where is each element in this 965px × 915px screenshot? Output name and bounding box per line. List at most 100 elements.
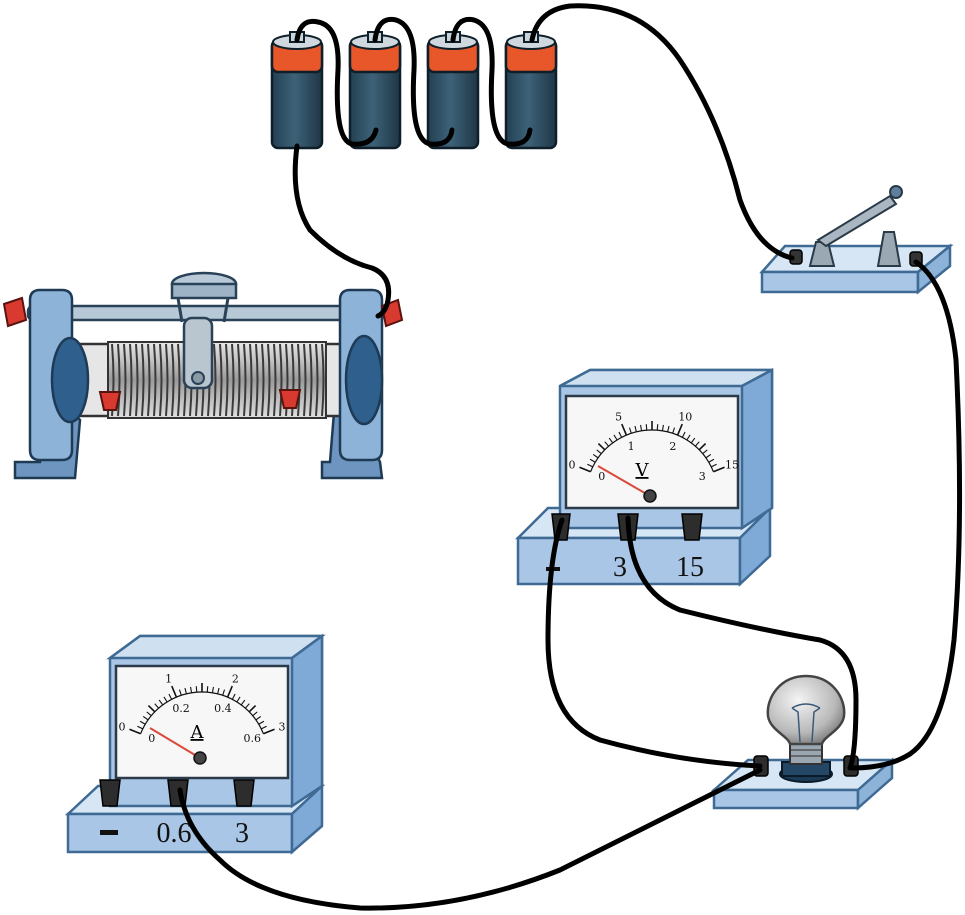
voltmeter-scale-inner-label: 2 — [669, 440, 676, 453]
battery-pack — [270, 31, 558, 150]
ammeter-scale-tick — [146, 711, 152, 717]
ammeter-scale-tick — [226, 685, 233, 698]
ammeter-terminal-negative[interactable] — [99, 779, 121, 807]
ammeter-scale-tick — [222, 689, 226, 696]
wire-battery-3-4 — [450, 16, 533, 147]
ammeter-terminal-3[interactable] — [233, 779, 255, 807]
ammeter-scale-tick — [248, 704, 257, 713]
voltmeter-scale-outer-label: 5 — [615, 411, 622, 424]
voltmeter-scale-tick — [589, 458, 596, 463]
ammeter-scale-tick — [217, 687, 220, 695]
wire-voltmeter-to-lamp-right — [625, 515, 859, 771]
ammeter-scale-tick — [147, 704, 156, 713]
voltmeter-scale-tick — [628, 427, 632, 434]
voltmeter-scale-tick — [705, 453, 712, 459]
battery-cell-1 — [270, 31, 324, 150]
rheostat-terminal-left-bottom[interactable] — [98, 391, 122, 411]
ammeter-scale-outer-label: 3 — [278, 720, 285, 733]
voltmeter-scale-tick — [686, 434, 691, 441]
ammeter-scale-tick — [244, 703, 250, 709]
voltmeter-scale-tick — [596, 449, 602, 455]
ammeter-scale-tick — [263, 728, 275, 735]
wire-switch-to-lamp — [849, 259, 963, 771]
ammeter-scale-tick — [260, 725, 267, 730]
voltmeter-scale-tick — [710, 463, 717, 468]
ammeter-scale-inner-label: 0.2 — [172, 702, 190, 715]
rheostat-terminal-right-bottom[interactable] — [278, 389, 302, 409]
voltmeter-scale-tick — [690, 437, 696, 444]
voltmeter-scale-tick — [698, 442, 707, 451]
voltmeter-scale-inner-label: 3 — [699, 470, 706, 483]
ammeter-scale-tick — [190, 686, 193, 693]
ammeter-label-0.6: 0.6 — [157, 818, 192, 849]
voltmeter-scale-tick — [661, 424, 664, 431]
voltmeter-scale-tick — [676, 423, 683, 436]
ammeter-scale-inner-label: 0.4 — [214, 702, 232, 715]
ammeter-scale-outer-label: 2 — [232, 673, 239, 686]
voltmeter-dial — [564, 394, 740, 510]
ammeter-scale-tick — [255, 715, 262, 721]
ammeter-scale-tick — [236, 696, 241, 703]
voltmeter-label-15: 15 — [676, 552, 704, 583]
voltmeter-scale-tick — [681, 431, 686, 438]
voltmeter-scale-tick — [667, 425, 670, 433]
ammeter-needle — [149, 727, 201, 759]
battery-cell-2 — [348, 31, 402, 150]
rheostat-terminal-left-top[interactable] — [2, 296, 28, 328]
voltmeter-scale-tick — [608, 437, 614, 444]
knife-switch[interactable] — [759, 185, 954, 295]
voltmeter-scale-tick — [634, 425, 637, 433]
ammeter-scale-tick — [163, 696, 168, 703]
ammeter-scale-tick — [178, 689, 182, 696]
voltmeter-scale-tick — [597, 442, 606, 451]
voltmeter-scale-tick — [640, 424, 643, 431]
light-bulb — [710, 674, 896, 811]
ammeter-scale-tick — [240, 699, 246, 706]
voltmeter-scale-tick — [713, 466, 725, 473]
voltmeter-scale-tick — [613, 434, 618, 441]
ammeter-scale-tick — [139, 720, 146, 725]
voltmeter-scale-tick — [587, 463, 594, 468]
voltmeter-scale-tick — [579, 466, 591, 473]
wire-battery-to-rheostat — [292, 143, 392, 319]
ammeter-scale-tick — [129, 728, 141, 735]
ammeter-scale-outer-label: 0 — [119, 720, 126, 733]
ammeter-scale-tick — [137, 725, 144, 730]
voltmeter-scale-outer-label: 10 — [678, 411, 692, 424]
voltmeter-scale-outer-label: 15 — [725, 458, 739, 471]
voltmeter-scale-tick — [708, 458, 715, 463]
wire-battery-2-3 — [372, 16, 455, 147]
voltmeter-scale-tick — [592, 453, 599, 459]
wire-ammeter-to-lamp — [177, 767, 763, 911]
voltmeter-scale-tick — [672, 427, 676, 434]
voltmeter-scale: 0 5 10 15 0 1 2 3 — [569, 411, 739, 483]
ammeter-scale-tick — [258, 720, 265, 725]
wire-battery-to-switch — [529, 3, 795, 261]
wires — [177, 3, 963, 911]
voltmeter-needle — [597, 465, 651, 497]
ammeter-scale-tick — [154, 703, 160, 709]
ammeter-scale-tick — [184, 687, 187, 695]
voltmeter-scale-inner-label: 0 — [598, 470, 605, 483]
ammeter-scale-tick — [252, 711, 258, 717]
ammeter-scale-tick — [168, 693, 173, 700]
ammeter-scale-tick — [231, 693, 236, 700]
ammeter-scale-inner-label: 0.6 — [243, 732, 261, 745]
voltmeter-symbol: V — [635, 460, 650, 481]
voltmeter-scale-tick — [618, 431, 623, 438]
ammeter-label-3: 3 — [235, 818, 249, 849]
ammeter-scale-inner-label: 0 — [148, 732, 155, 745]
voltmeter-label-3: 3 — [613, 552, 627, 583]
voltmeter-terminal-15[interactable] — [681, 513, 703, 541]
voltmeter-scale-inner-label: 1 — [628, 440, 635, 453]
wire-battery-1-2 — [294, 18, 379, 147]
ammeter-negative-sign — [100, 830, 118, 835]
ammeter-scale-tick — [171, 685, 178, 698]
voltmeter-scale-outer-label: 0 — [569, 458, 576, 471]
voltmeter-scale-tick — [702, 449, 708, 455]
ammeter-scale-tick — [211, 686, 214, 693]
voltmeter: 0 5 10 15 0 1 2 3 V 3 15 — [514, 367, 774, 587]
